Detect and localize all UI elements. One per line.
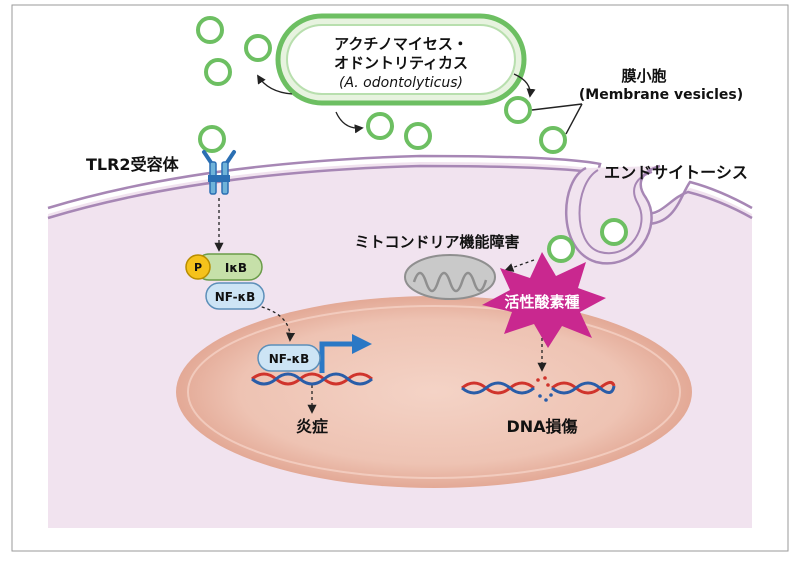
ros-burst: 活性酸素種 — [482, 252, 606, 348]
nucleus-rim — [187, 305, 681, 479]
endocytosis-pocket — [565, 164, 661, 265]
vesicle — [366, 112, 394, 140]
vesicles — [196, 16, 628, 263]
vesicle-label-pointers — [531, 103, 583, 135]
transcription-arrow — [319, 341, 354, 373]
inflammation-label: 炎症 — [296, 417, 328, 436]
nfkb-cytoplasm-box — [205, 282, 265, 310]
nfkb-cytoplasm-label: NF-κB — [215, 290, 256, 304]
vesicle — [539, 126, 567, 154]
vesicles-label-en: (Membrane vesicles) — [579, 87, 743, 103]
figure-frame — [11, 4, 789, 552]
dna-helix-damaged — [461, 381, 616, 395]
vesicle — [204, 58, 232, 86]
phospho-circle — [185, 254, 211, 280]
vesicles-label-jp: 膜小胞 — [621, 67, 666, 85]
ikb-nfkb-complex: IκB P NF-κB — [185, 253, 265, 310]
dna-helix-left — [251, 372, 373, 386]
vesicle — [504, 96, 532, 124]
vesicle — [196, 16, 224, 44]
mitochondria-label: ミトコンドリア機能障害 — [354, 233, 519, 251]
ikb-label: IκB — [225, 261, 247, 275]
vesicle — [404, 122, 432, 150]
vesicle — [600, 218, 628, 246]
mitochondrion — [404, 254, 496, 300]
nfkb-nucleus: NF-κB — [257, 334, 372, 373]
bacterium: アクチノマイセス・ オドントリティカス (A. odontolyticus) — [275, 13, 527, 106]
bacterium-name-line2: オドントリティカス — [334, 54, 468, 72]
vesicle — [198, 125, 226, 153]
cell-membrane-outer — [47, 154, 753, 226]
endocytosis-pocket-inner — [578, 169, 653, 255]
tlr2-receptor — [202, 150, 236, 195]
endocytosis-label: エンドサイトーシス — [604, 163, 748, 182]
bacterium-name-latin: (A. odontolyticus) — [339, 75, 463, 91]
release-arrows — [257, 73, 536, 134]
bacterium-name-line1: アクチノマイセス・ — [334, 35, 468, 53]
receptor-label: TLR2受容体 — [86, 155, 180, 174]
nfkb-nucleus-label: NF-κB — [269, 352, 310, 366]
transcription-arrowhead — [352, 334, 372, 354]
dna-damage-label: DNA損傷 — [506, 417, 577, 436]
dna-break-fragments — [536, 376, 553, 402]
phospho-label: P — [194, 261, 202, 274]
vesicle — [244, 34, 272, 62]
nfkb-nucleus-box — [257, 344, 321, 372]
nucleus — [176, 296, 692, 488]
vesicle — [547, 235, 575, 263]
ros-label: 活性酸素種 — [504, 293, 579, 311]
